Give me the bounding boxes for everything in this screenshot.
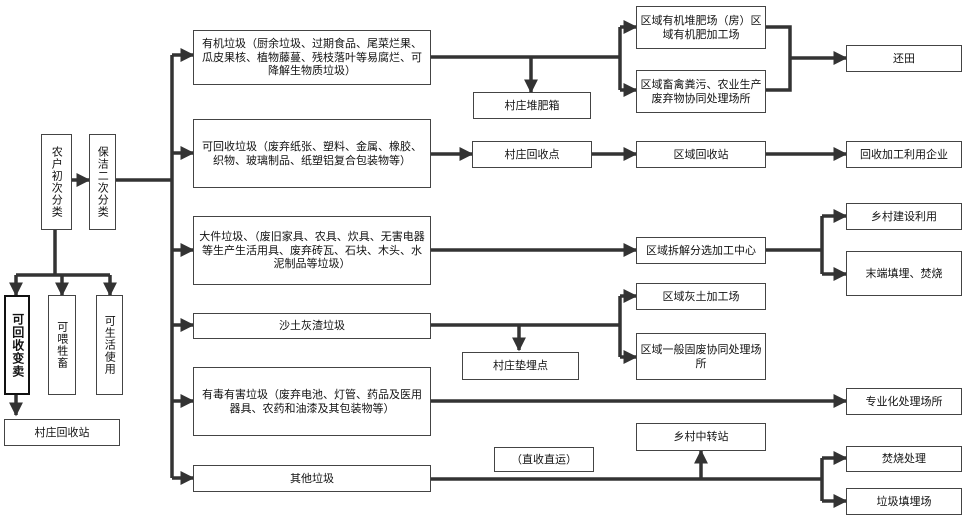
node-regional-ash-plant: 区域灰土加工场 (636, 283, 766, 310)
node-other-waste: 其他垃圾 (193, 465, 431, 492)
node-farmer-primary-sorting: 农户初次分类 (41, 134, 72, 230)
node-village-recycle-station: 村庄回收站 (4, 419, 120, 446)
node-recycle-enterprise: 回收加工利用企业 (846, 141, 962, 168)
node-hazardous-waste: 有毒有害垃圾（废弃电池、灯管、药品及医用器具、农药和油漆及其包装物等） (193, 367, 431, 436)
node-regional-recycle-station: 区域回收站 (636, 141, 766, 168)
node-incineration: 焚烧处理 (846, 446, 962, 472)
node-village-recycle-point: 村庄回收点 (472, 141, 592, 168)
node-recyclable-sell: 可回收变卖 (4, 295, 30, 395)
node-bulky-waste: 大件垃圾、（废旧家具、农具、炊具、无害电器等生产生活用具、废弃砖瓦、石块、木头、… (193, 216, 431, 285)
node-dismantle-center: 区域拆解分选加工中心 (636, 237, 766, 264)
node-feed-livestock: 可喂牲畜 (48, 295, 76, 395)
node-village-landfill-point: 村庄垫埋点 (462, 352, 579, 380)
node-rural-transfer-station: 乡村中转站 (636, 423, 766, 451)
node-livestock-manure-site: 区域畜禽粪污、农业生产废弃物协同处理场所 (636, 70, 766, 113)
node-professional-site: 专业化处理场所 (846, 388, 962, 415)
node-landfill-site: 垃圾填埋场 (846, 488, 962, 515)
node-regional-compost-plant: 区域有机堆肥场（房）区域有机肥加工场 (636, 6, 766, 49)
node-organic-waste: 有机垃圾（厨余垃圾、过期食品、尾菜烂果、瓜皮果核、植物藤蔓、残枝落叶等易腐烂、可… (193, 30, 431, 85)
connector-compost-merge (766, 25, 792, 92)
node-rural-construction: 乡村建设利用 (846, 203, 962, 230)
label-direct-collect: （直收直运） (494, 447, 594, 472)
node-recyclable-waste: 可回收垃圾（废弃纸张、塑料、金属、橡胶、织物、玻璃制品、纸塑铝复合包装物等） (193, 119, 431, 188)
node-daily-use: 可生活使用 (96, 295, 123, 395)
node-terminal-treatment: 末端填埋、焚烧 (846, 251, 962, 296)
node-sand-ash-waste: 沙土灰渣垃圾 (193, 313, 431, 339)
node-cleaner-secondary-sorting: 保洁二次分类 (89, 134, 116, 230)
node-return-field: 还田 (846, 45, 962, 72)
node-regional-solid-waste-site: 区域一般固废协同处理场所 (636, 333, 766, 380)
node-village-compost-bin: 村庄堆肥箱 (473, 92, 591, 119)
